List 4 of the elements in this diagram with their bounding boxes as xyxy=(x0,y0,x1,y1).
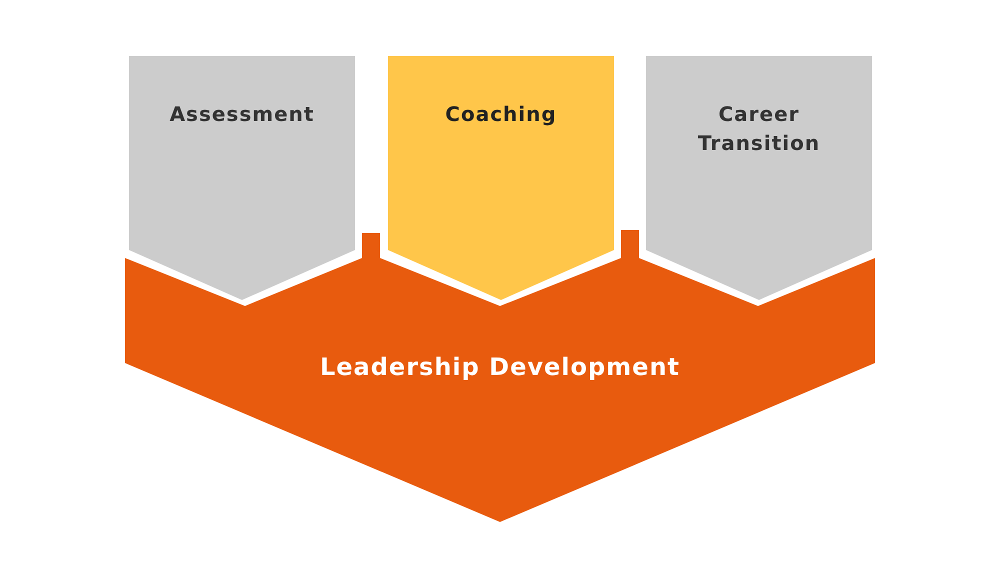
chevron-label: Leadership Development xyxy=(318,352,682,383)
chevron-label: Career Transition xyxy=(696,101,822,157)
chevron-label: Coaching xyxy=(444,101,558,128)
chevron-label: Assessment xyxy=(168,101,316,128)
